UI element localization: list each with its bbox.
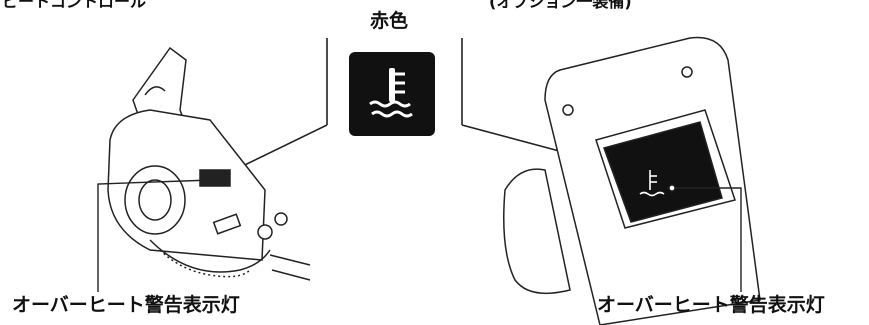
indicator-color-label: 赤色 — [370, 10, 409, 32]
left-warning-label: オーバーヒート警告表示灯 — [12, 294, 240, 316]
small-temperature-icon — [639, 170, 665, 197]
temperature-warning-icon — [369, 68, 413, 118]
remote-control-device — [107, 46, 311, 281]
header-left-caption: ビートコントロール — [2, 0, 147, 11]
left-leader — [97, 176, 216, 292]
indicator-panel — [349, 52, 435, 136]
header-right-caption: (オプション一装備) — [489, 0, 632, 11]
panel-mount-device — [503, 36, 761, 325]
right-leader — [668, 184, 742, 292]
right-warning-label: オーバーヒート警告表示灯 — [597, 294, 825, 316]
